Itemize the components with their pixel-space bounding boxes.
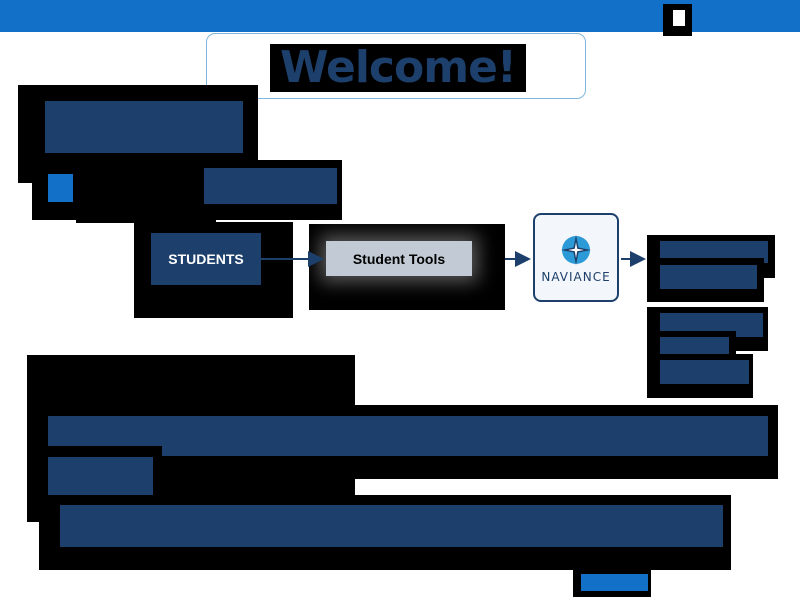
footer-link-block[interactable]: [581, 574, 648, 591]
option-2-block[interactable]: [660, 265, 757, 289]
page-title: Welcome!: [270, 44, 526, 92]
naviance-logo-card[interactable]: NAVIANCE: [533, 213, 619, 302]
intro-subheading-tail: [76, 196, 216, 223]
instructions-line-2-block: [48, 457, 153, 495]
student-tools-button[interactable]: Student Tools: [326, 241, 472, 276]
instructions-line-3-block: [60, 505, 723, 547]
compass-star-icon: [561, 234, 591, 265]
option-5-block[interactable]: [660, 360, 749, 384]
intro-heading-block: [45, 101, 243, 153]
option-4-block[interactable]: [660, 337, 729, 354]
intro-subheading-block: [204, 168, 337, 204]
top-bar-menu-icon: [673, 10, 685, 26]
top-bar-menu-button[interactable]: [663, 4, 692, 36]
option-1-block[interactable]: [660, 241, 768, 263]
instructions-line-1-block: [48, 416, 768, 456]
students-button[interactable]: STUDENTS: [151, 233, 261, 285]
naviance-logo-text: NAVIANCE: [541, 269, 611, 284]
bullet-marker: [48, 174, 73, 202]
